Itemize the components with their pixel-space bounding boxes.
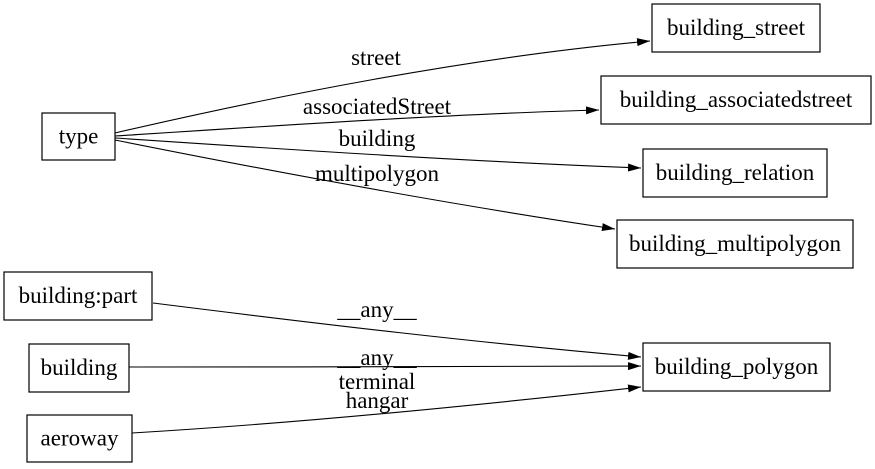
edge-labels-layer: street associatedStreet building multipolyg…	[303, 45, 452, 413]
node-building: building	[28, 343, 130, 393]
edge-type-to-building_multipolygon	[114, 139, 616, 232]
node-box-type	[41, 112, 116, 161]
node-building_associatedstreet: building_associatedstreet	[600, 75, 872, 125]
node-label-building: building	[41, 355, 118, 380]
edge-label-type-to-building_relation: building	[339, 126, 416, 151]
node-label-building_polygon: building_polygon	[655, 354, 819, 379]
edge-label-aeroway-to-building_polygon-line1: terminal	[339, 369, 416, 394]
edge-label-building-to-building_polygon: __any__	[336, 345, 417, 370]
node-box-building_multipolygon	[616, 219, 854, 269]
node-label-building_associatedstreet: building_associatedstreet	[620, 87, 853, 112]
node-aeroway: aeroway	[26, 414, 133, 463]
node-label-building_relation: building_relation	[656, 160, 815, 185]
node-box-building_associatedstreet	[600, 75, 872, 125]
node-building_multipolygon: building_multipolygon	[616, 219, 854, 269]
edge-building_part-to-building_polygon	[152, 302, 642, 360]
edge-type-to-building_street	[114, 38, 651, 134]
edge-label-type-to-building_multipolygon: multipolygon	[315, 161, 439, 186]
edge-aeroway-to-building_polygon	[131, 384, 642, 434]
node-box-building_polygon	[642, 342, 831, 392]
edge-building-to-building_polygon	[128, 362, 642, 371]
nodes-layer: type building_street building_associatedst…	[3, 3, 872, 463]
edge-type-to-building_relation	[114, 137, 642, 172]
node-type: type	[41, 112, 116, 161]
node-box-aeroway	[26, 414, 133, 463]
edge-type-to-building_associatedstreet	[114, 106, 600, 137]
node-box-building_part	[3, 271, 153, 321]
edge-label-aeroway-to-building_polygon-line2: hangar	[346, 388, 409, 413]
node-label-building_street: building_street	[667, 15, 806, 40]
node-building_street: building_street	[651, 3, 821, 53]
edge-label-building_part-to-building_polygon: __any__	[336, 297, 417, 322]
node-building_polygon: building_polygon	[642, 342, 831, 392]
node-building_part: building:part	[3, 271, 153, 321]
node-label-aeroway: aeroway	[41, 426, 119, 451]
node-label-type: type	[59, 124, 99, 149]
node-label-building_part: building:part	[19, 283, 138, 308]
edge-label-type-to-building_associatedstreet: associatedStreet	[303, 94, 452, 119]
node-box-building_relation	[642, 148, 828, 198]
node-building_relation: building_relation	[642, 148, 828, 198]
node-label-building_multipolygon: building_multipolygon	[629, 231, 842, 256]
edge-label-type-to-building_street: street	[351, 45, 401, 70]
node-box-building_street	[651, 3, 821, 53]
node-box-building	[28, 343, 130, 393]
edges-layer	[114, 38, 651, 434]
